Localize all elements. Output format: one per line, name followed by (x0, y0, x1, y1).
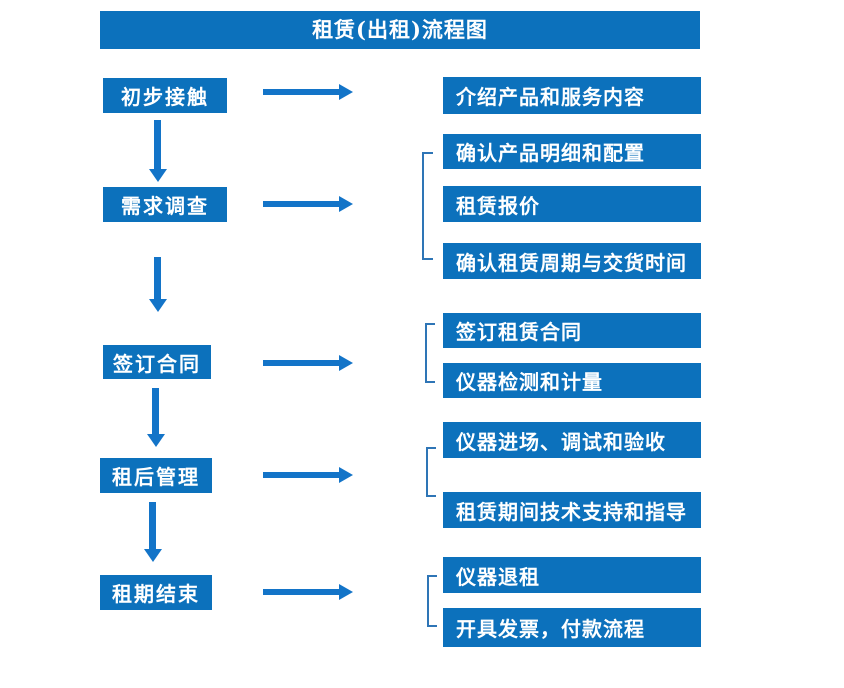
arrow-down-icon (149, 257, 167, 312)
step-box-rental-end: 租期结束 (100, 575, 212, 610)
arrow-head (149, 299, 167, 312)
arrow-head (149, 169, 167, 182)
arrow-right-icon (263, 196, 353, 212)
arrow-shaft (152, 388, 159, 434)
detail-box-invoice-payment: 开具发票，付款流程 (443, 608, 701, 647)
step-box-sign-contract: 签订合同 (103, 345, 211, 379)
arrow-shaft (263, 360, 340, 366)
detail-box-instrument-return: 仪器退租 (443, 557, 701, 593)
detail-box-instrument-setup-acceptance: 仪器进场、调试和验收 (443, 422, 701, 458)
arrow-head (339, 467, 353, 483)
detail-box-sign-rental-contract: 签订租赁合同 (443, 313, 701, 348)
arrow-right-icon (263, 355, 353, 371)
arrow-right-icon (263, 467, 353, 483)
group-bracket-icon (422, 152, 433, 260)
arrow-shaft (154, 257, 161, 299)
arrow-down-icon (147, 388, 165, 447)
arrow-shaft (149, 502, 156, 549)
arrow-shaft (263, 201, 340, 207)
arrow-shaft (263, 589, 340, 595)
step-box-demand-survey: 需求调查 (103, 187, 227, 222)
detail-box-technical-support: 租赁期间技术支持和指导 (443, 492, 701, 528)
arrow-shaft (154, 120, 161, 169)
group-bracket-icon (426, 447, 436, 497)
arrow-head (339, 196, 353, 212)
step-box-initial-contact: 初步接触 (103, 78, 227, 113)
step-box-post-rental-management: 租后管理 (100, 458, 212, 493)
detail-box-rental-quote: 租赁报价 (443, 186, 701, 222)
detail-box-confirm-period-delivery: 确认租赁周期与交货时间 (443, 243, 701, 279)
flowchart-title: 租赁(出租)流程图 (100, 11, 700, 49)
arrow-down-icon (144, 502, 162, 562)
arrow-head (339, 584, 353, 600)
detail-box-introduce-products: 介绍产品和服务内容 (443, 77, 701, 114)
arrow-head (339, 84, 353, 100)
arrow-right-icon (263, 584, 353, 600)
arrow-head (339, 355, 353, 371)
detail-box-confirm-product-config: 确认产品明细和配置 (443, 134, 701, 169)
arrow-head (147, 434, 165, 447)
arrow-down-icon (149, 120, 167, 182)
arrow-shaft (263, 89, 340, 95)
detail-box-instrument-testing: 仪器检测和计量 (443, 363, 701, 398)
arrow-head (144, 549, 162, 562)
arrow-shaft (263, 472, 340, 478)
group-bracket-icon (427, 575, 437, 627)
arrow-right-icon (263, 84, 353, 100)
group-bracket-icon (425, 323, 435, 383)
